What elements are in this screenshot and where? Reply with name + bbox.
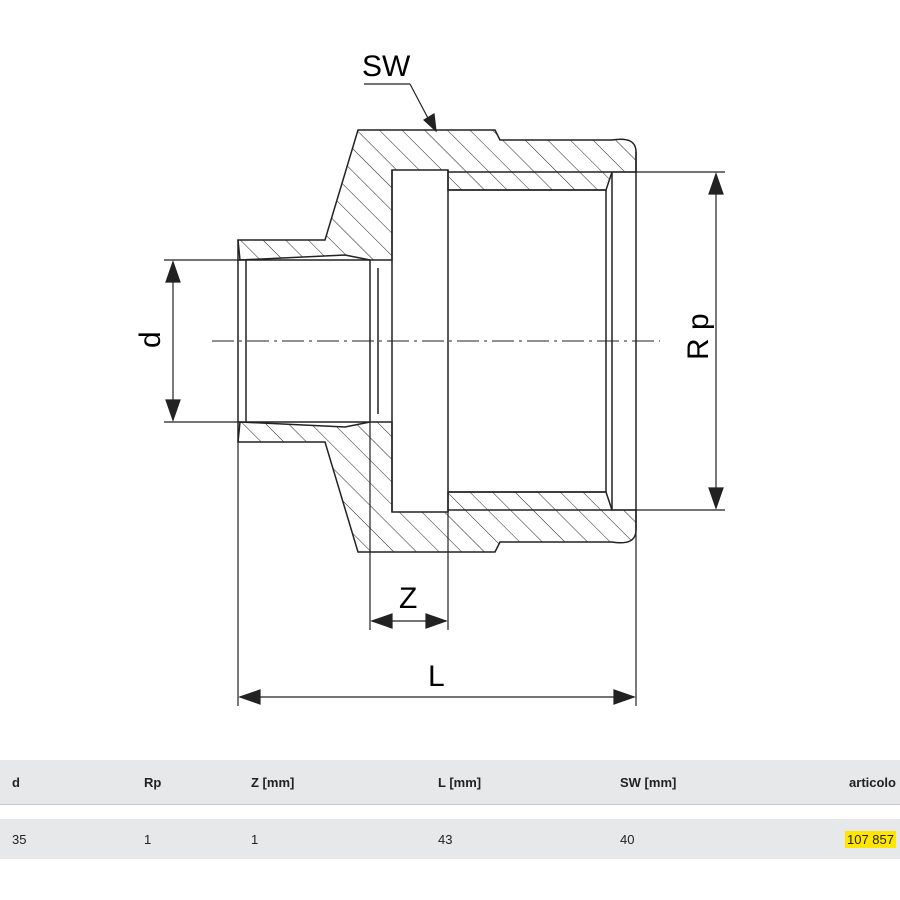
cell-l: 43 <box>426 819 608 859</box>
lower-wall-section <box>237 421 637 553</box>
cell-d: 35 <box>0 819 132 859</box>
upper-wall-section <box>237 129 637 261</box>
cell-articolo: 107 857 <box>795 819 900 859</box>
header-articolo: articolo <box>795 760 900 805</box>
sw-leader <box>364 83 437 133</box>
rp-label: R p <box>682 313 715 360</box>
header-rp: Rp <box>132 760 239 805</box>
header-d: d <box>0 760 132 805</box>
table-row: 35 1 1 43 40 107 857 <box>0 819 900 859</box>
cell-sw: 40 <box>608 819 795 859</box>
z-label: Z <box>399 582 417 615</box>
fitting-section-drawing: SW d R p Z L <box>134 50 725 706</box>
d-dimension <box>164 259 240 423</box>
d-label: d <box>134 331 167 348</box>
cell-z: 1 <box>239 819 426 859</box>
spec-table: d Rp Z [mm] L [mm] SW [mm] articolo 35 1… <box>0 760 900 859</box>
l-label: L <box>428 660 445 693</box>
header-z: Z [mm] <box>239 760 426 805</box>
article-number: 107 857 <box>845 830 896 848</box>
sw-label: SW <box>362 50 411 83</box>
l-dimension <box>237 442 637 706</box>
table-header-row: d Rp Z [mm] L [mm] SW [mm] articolo <box>0 760 900 805</box>
header-sw: SW [mm] <box>608 760 795 805</box>
rp-dimension <box>612 171 725 511</box>
z-dimension <box>369 422 449 630</box>
table-spacer <box>0 804 900 819</box>
header-l: L [mm] <box>426 760 608 805</box>
cell-rp: 1 <box>132 819 239 859</box>
